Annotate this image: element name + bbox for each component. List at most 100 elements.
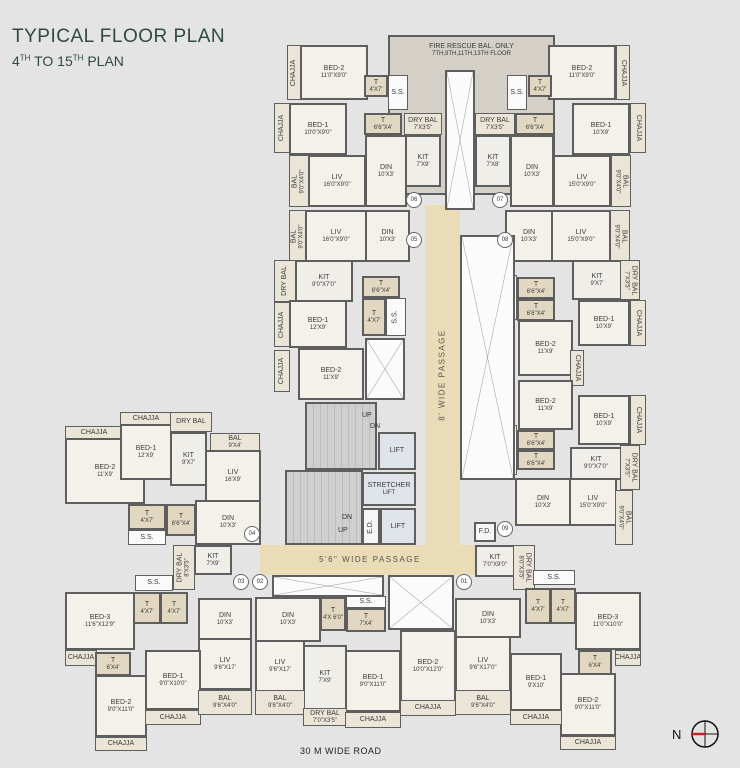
room-dimensions: 9'0"X4'0" [617, 505, 624, 530]
room-name: LIV [477, 656, 489, 664]
room-dimensions: 6'X4' [106, 664, 120, 671]
room-label-group: CHAJJA [573, 355, 581, 381]
room-b-ss: S.S. [507, 75, 527, 110]
room-name: LIV [587, 494, 599, 502]
room-name: T [380, 116, 386, 124]
room-label-group: DRY BAL [176, 418, 206, 426]
room-label-group: CHAJJA [619, 59, 627, 85]
room-name: CHAJJA [132, 415, 160, 422]
room-dimensions: 6'6"X4' [525, 124, 545, 131]
room-b-ch2: CHAJJA [630, 103, 646, 153]
road-label: 30 M WIDE ROAD [300, 746, 382, 756]
room-name: CHAJJA [574, 354, 582, 382]
room-name: LIV [227, 468, 239, 476]
room-label-group: CHAJJA [278, 115, 286, 141]
room-name: F.D. [478, 528, 492, 535]
room-name: LIV [219, 656, 231, 664]
room-name: T [560, 598, 566, 606]
room-name: DRY BAL [408, 116, 438, 124]
room-dimensions: 11'X9' [537, 405, 554, 412]
plan-title: TYPICAL FLOOR PLAN [12, 26, 226, 47]
room-dimensions: 7'X3'5" [623, 270, 630, 290]
room-name: DRY BAL [176, 552, 184, 583]
room-label-group: CHAJJA [68, 654, 94, 662]
room-name: BED-2 [94, 463, 116, 471]
room-label-group: LIFT [391, 523, 405, 531]
room-a-ch2: CHAJJA [274, 103, 290, 153]
room-shaft-c2 [365, 338, 405, 400]
flat-door-09: 09 [497, 521, 513, 537]
room-name: CHAJJA [574, 739, 602, 746]
room-dimensions: 11'6"X12'9" [84, 621, 116, 628]
room-dimensions: 9'0"X11'0" [107, 706, 135, 713]
room-shaft-c [460, 235, 515, 480]
room-name: DIN [536, 494, 550, 502]
room-label-group: CHAJJA [160, 714, 186, 722]
room-name: BED-3 [597, 613, 619, 621]
room-dimensions: 16'0"X9'0" [323, 181, 351, 188]
room-dimensions: 4'X7' [140, 517, 154, 524]
room-name: LIV [576, 173, 588, 181]
room-dimensions: 9'0"X7'0" [584, 464, 608, 470]
room-stair1 [305, 402, 377, 470]
room-name: DIN [525, 163, 539, 171]
room-dimensions: 10'0"X12'0" [412, 666, 444, 673]
room-name: STRETCHER [367, 481, 411, 489]
room-dimensions: 6'6"X4' [171, 520, 191, 527]
room-name: T [537, 78, 543, 86]
room-dimensions: 7TH,9TH,11TH,13TH FLOOR [432, 51, 511, 57]
room-name: DIN [381, 228, 394, 236]
room-dimensions: 4'X7' [369, 86, 383, 93]
room-label-group: E.D. [367, 520, 375, 534]
subtitle-part: PLAN [83, 53, 124, 69]
room-dimensions: 7'X9' [318, 678, 332, 684]
room-dimensions: 9'X10' [527, 682, 545, 689]
room-name: BAL [476, 695, 490, 702]
room-dimensions: 9'0"X10'0" [159, 680, 187, 687]
room-name: T [373, 78, 379, 86]
room-label-group: 5'6" WIDE PASSAGE [319, 556, 421, 564]
room-shaft-a [445, 70, 475, 210]
room-dimensions: 11'0"X9'0" [320, 73, 348, 79]
room-f-ss: S.S. [128, 530, 166, 545]
room-name: BED-2 [110, 698, 132, 706]
room-g-ch1: CHAJJA [65, 650, 97, 666]
flat-door-05: 05 [406, 232, 422, 248]
room-name: KIT [591, 272, 603, 280]
room-dimensions: 11'0"X9'0" [568, 73, 596, 79]
room-dimensions: 7'X3'5" [413, 124, 433, 131]
room-shaft-h2 [388, 575, 454, 630]
room-name: DIN [281, 612, 295, 619]
